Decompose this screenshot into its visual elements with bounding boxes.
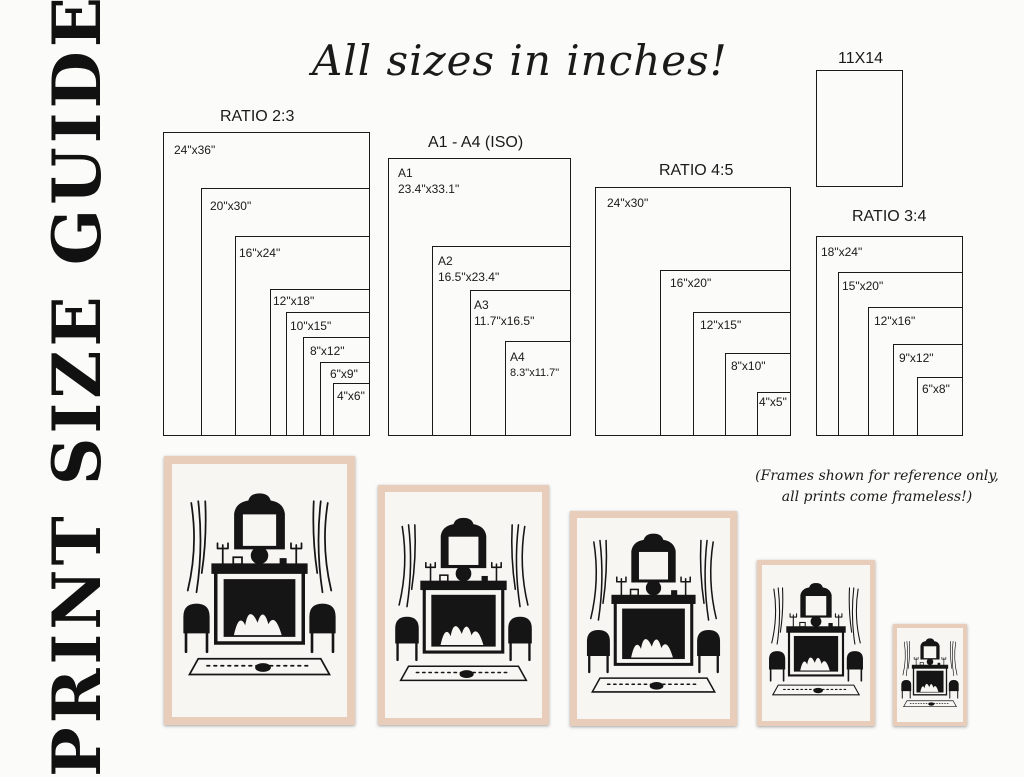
fireplace-illustration [900,638,960,708]
size-name-label: A3 [474,298,489,312]
headline: All sizes in inches! [312,36,728,85]
size-box-6x8 [917,377,963,436]
size-box-4x5 [757,392,791,436]
size-label: 12"x18" [273,294,315,308]
side-title-text: PRINT SIZE GUIDE [38,0,117,777]
size-label: 24"x30" [607,196,649,210]
size-label: 8.3"x11.7" [510,367,560,379]
group-title-ratio-3-4: RATIO 3:4 [852,208,927,225]
fireplace-illustration [586,532,721,694]
fireplace-illustration [768,582,864,696]
size-label: 24"x36" [174,143,216,157]
size-label: 20"x30" [210,199,252,213]
fireplace-illustration [394,517,533,682]
size-name-label: A1 [398,166,413,180]
size-label: 4"x5" [759,395,787,409]
size-label: 6"x9" [330,367,358,381]
framed-print [757,560,875,726]
size-label: 12"x15" [700,318,742,332]
group-title-ratio-2-3: RATIO 2:3 [220,108,295,125]
size-name-label: A4 [510,350,525,364]
size-label: 11.7"x16.5" [474,314,535,328]
size-box-11x14 [816,70,903,187]
framed-print [570,511,737,726]
size-label: 16.5"x23.4" [438,270,500,284]
group-title-ratio-4-5: RATIO 4:5 [659,162,734,179]
size-label: 16"x24" [239,246,281,260]
side-title: PRINT SIZE GUIDE [20,0,135,777]
group-title-iso: A1 - A4 (ISO) [428,134,524,151]
group-title-11x14: 11X14 [838,50,884,67]
size-label: 8"x12" [310,344,345,358]
framed-print [164,456,355,725]
fireplace-illustration [182,492,337,677]
size-label: 15"x20" [842,279,884,293]
size-name-label: A2 [438,254,453,268]
size-label: 6"x8" [922,382,950,396]
size-label: 10"x15" [290,319,332,333]
size-label: 9"x12" [899,351,934,365]
size-box-4x6 [333,383,370,436]
size-label: 18"x24" [821,245,863,259]
frameless-note: (Frames shown for reference only, all pr… [755,468,999,505]
size-label: 23.4"x33.1" [398,182,460,196]
size-label: 12"x16" [874,314,916,328]
size-box-a4 [505,341,571,436]
framed-print [378,485,549,725]
size-label: 16"x20" [670,276,712,290]
framed-print [893,624,967,726]
size-label: 8"x10" [731,359,766,373]
size-label: 4"x6" [337,389,365,403]
